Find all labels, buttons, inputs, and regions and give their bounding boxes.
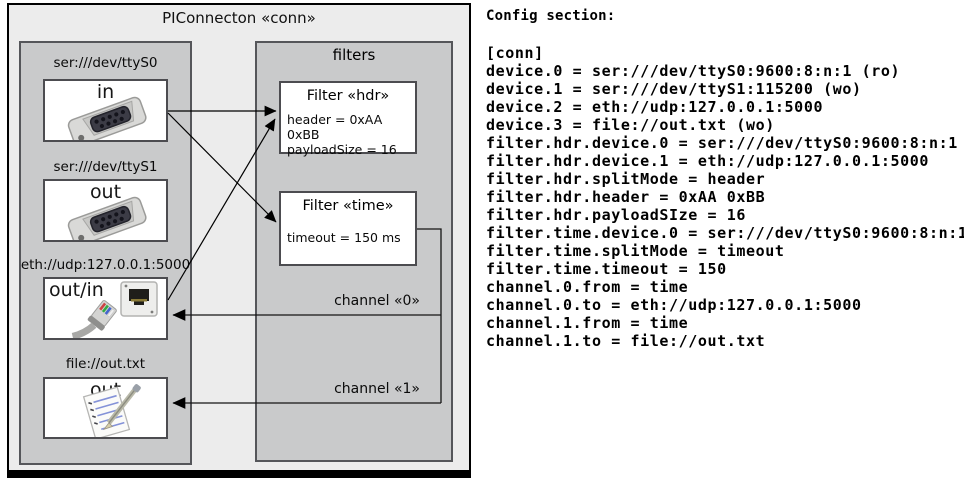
config-line: device.3 = file://out.txt (wo)	[486, 116, 775, 134]
device-uri-ser-ttys1: ser:///dev/ttyS1	[53, 159, 158, 175]
notepad-icon	[82, 384, 141, 437]
filter-title: Filter «hdr»	[306, 88, 390, 104]
config-line: filter.hdr.splitMode = header	[486, 170, 766, 188]
channel-1-label: channel «1»	[334, 381, 420, 397]
config-line: filter.time.timeout = 150	[486, 260, 727, 278]
device-node-eth-udp: out/in	[43, 277, 168, 340]
config-heading: Config section:	[486, 8, 616, 24]
config-section: Config section: [conn] device.0 = ser://…	[486, 8, 964, 350]
filter-property: timeout = 150 ms	[287, 230, 401, 245]
filter-property: header = 0xAA 0xBB	[287, 112, 383, 142]
config-lines: [conn] device.0 = ser:///dev/ttyS0:9600:…	[486, 44, 964, 350]
config-line: device.2 = eth://udp:127.0.0.1:5000	[486, 98, 824, 116]
serial-connector-icon	[67, 96, 147, 140]
channel-0-label: channel «0»	[334, 293, 420, 309]
filter-property: payloadSize = 16	[287, 142, 397, 157]
config-line: filter.hdr.payloadSIze = 16	[486, 206, 747, 224]
device-node-file-out: out	[43, 377, 168, 439]
config-line: device.1 = ser:///dev/ttyS1:115200 (wo)	[486, 80, 862, 98]
device-port-label: out/in	[49, 279, 104, 301]
filter-node-hdr: Filter «hdr» header = 0xAA 0xBB payloadS…	[279, 81, 417, 157]
device-port-label: out	[89, 181, 122, 203]
config-line: channel.0.to = eth://udp:127.0.0.1:5000	[486, 296, 862, 314]
diagram-title: PIConnecton «conn»	[162, 9, 316, 27]
config-line: filter.hdr.device.0 = ser:///dev/ttyS0:9…	[486, 134, 958, 152]
device-uri-eth-udp: eth://udp:127.0.0.1:5000	[20, 257, 191, 273]
config-line: channel.1.from = time	[486, 314, 689, 332]
serial-connector-icon	[67, 196, 147, 240]
config-line: device.0 = ser:///dev/ttyS0:9600:8:n:1 (…	[486, 62, 901, 80]
filter-node-time: Filter «time» timeout = 150 ms	[279, 191, 417, 266]
config-line: channel.0.from = time	[486, 278, 689, 296]
device-uri-file-out: file://out.txt	[65, 356, 146, 372]
filter-title: Filter «time»	[302, 198, 394, 214]
config-line: channel.1.to = file://out.txt	[486, 332, 766, 350]
config-line: [conn]	[486, 44, 544, 62]
config-line: filter.time.device.0 = ser:///dev/ttyS0:…	[486, 224, 964, 242]
config-line: filter.hdr.device.1 = eth://udp:127.0.0.…	[486, 152, 930, 170]
filters-panel-title: filters	[332, 46, 376, 64]
ethernet-connector-icon	[71, 281, 158, 338]
config-line: filter.time.splitMode = timeout	[486, 242, 785, 260]
device-port-label: in	[96, 81, 115, 103]
config-line: filter.hdr.header = 0xAA 0xBB	[486, 188, 766, 206]
device-node-ser-ttys1: out	[43, 179, 168, 242]
device-node-ser-ttys0: in	[43, 79, 168, 142]
device-uri-ser-ttys0: ser:///dev/ttyS0	[53, 55, 158, 71]
